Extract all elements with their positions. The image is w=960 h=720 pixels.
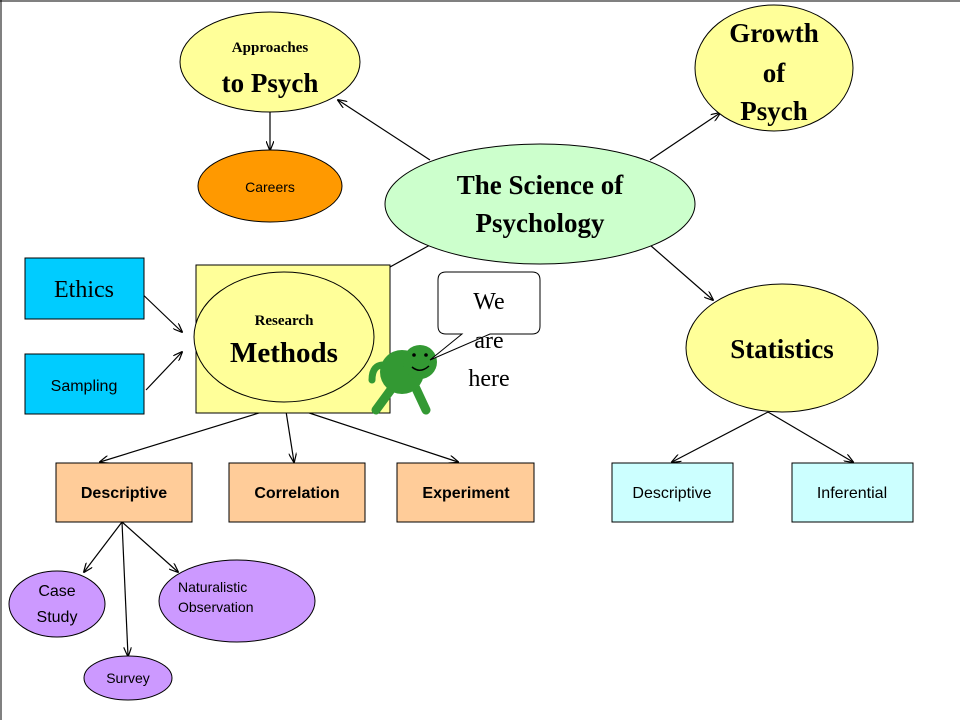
edge-descriptive-casestudy bbox=[84, 521, 123, 572]
survey-label: Survey bbox=[106, 670, 150, 686]
edge-descriptive-naturalistic bbox=[121, 521, 178, 572]
node-stats-inferential[interactable]: Inferential bbox=[791, 462, 914, 523]
method-descriptive-shape bbox=[55, 462, 193, 523]
sampling-label: Sampling bbox=[51, 378, 118, 395]
growth-line3: Psych bbox=[740, 96, 808, 126]
node-center[interactable]: The Science of Psychology bbox=[384, 143, 696, 265]
statistics-label: Statistics bbox=[730, 334, 834, 364]
callout-line1: We bbox=[473, 289, 504, 315]
approaches-line1: Approaches bbox=[232, 40, 309, 56]
callout-bubble bbox=[429, 271, 541, 361]
node-method-correlation[interactable]: Correlation bbox=[228, 462, 366, 523]
growth-line2: of bbox=[763, 58, 787, 88]
ethics-shape bbox=[24, 257, 145, 320]
stats-inferential-shape bbox=[791, 462, 914, 523]
sampling-shape bbox=[24, 353, 145, 415]
node-statistics[interactable]: Statistics bbox=[685, 283, 879, 413]
ethics-label: Ethics bbox=[54, 277, 114, 303]
node-sampling[interactable]: Sampling bbox=[24, 353, 145, 415]
node-growth[interactable]: Growth of Psych bbox=[694, 4, 854, 132]
case-study-line2: Study bbox=[37, 609, 78, 626]
node-case-study[interactable]: Case Study bbox=[8, 570, 106, 638]
method-correlation-shape bbox=[228, 462, 366, 523]
growth-line1: Growth bbox=[729, 18, 819, 48]
callout-line2: are bbox=[474, 328, 503, 354]
case-study-line1: Case bbox=[38, 583, 75, 600]
callout-we-are-here: We are here bbox=[429, 271, 541, 392]
statistics-shape bbox=[685, 283, 879, 413]
edge-research-correlation bbox=[284, 404, 294, 462]
edge-center-statistics bbox=[649, 244, 713, 300]
approaches-shape bbox=[179, 11, 361, 113]
edge-descriptive-survey bbox=[121, 521, 128, 656]
node-approaches[interactable]: Approaches to Psych bbox=[179, 11, 361, 113]
naturalistic-shape bbox=[158, 559, 316, 643]
turtle-head bbox=[403, 345, 437, 379]
research-shape bbox=[193, 271, 375, 403]
stats-descriptive-label: Descriptive bbox=[632, 485, 711, 502]
edge-research-descriptive bbox=[100, 404, 286, 462]
node-method-experiment[interactable]: Experiment bbox=[396, 462, 535, 523]
node-careers[interactable]: Careers bbox=[197, 149, 343, 223]
survey-shape bbox=[83, 655, 173, 701]
center-shape bbox=[384, 143, 696, 265]
edge-statistics-descriptive bbox=[672, 411, 769, 462]
growth-shape bbox=[694, 4, 854, 132]
edge-center-approaches bbox=[338, 100, 431, 161]
research-line1: Research bbox=[255, 313, 315, 329]
careers-label: Careers bbox=[245, 179, 295, 195]
method-descriptive-label: Descriptive bbox=[81, 485, 167, 502]
turtle-mascot-icon bbox=[368, 345, 437, 415]
node-ethics[interactable]: Ethics bbox=[24, 257, 145, 320]
edge-research-experiment bbox=[284, 404, 458, 462]
turtle-eye-left bbox=[412, 353, 416, 357]
approaches-line2: to Psych bbox=[222, 68, 319, 98]
node-research[interactable]: Research Methods bbox=[193, 264, 391, 414]
node-naturalistic[interactable]: Naturalistic Observation bbox=[158, 559, 316, 643]
turtle-eye-right bbox=[424, 353, 428, 357]
callout-line3: here bbox=[468, 366, 509, 392]
edge-statistics-inferential bbox=[767, 411, 853, 462]
research-line2: Methods bbox=[230, 337, 338, 369]
stats-descriptive-shape bbox=[611, 462, 734, 523]
naturalistic-line1: Naturalistic bbox=[178, 579, 247, 595]
turtle-smile bbox=[411, 365, 430, 371]
node-method-descriptive[interactable]: Descriptive bbox=[55, 462, 193, 523]
case-study-shape bbox=[8, 570, 106, 638]
stats-inferential-label: Inferential bbox=[817, 485, 887, 502]
method-experiment-shape bbox=[396, 462, 535, 523]
careers-shape bbox=[197, 149, 343, 223]
center-line2: Psychology bbox=[475, 208, 605, 238]
node-stats-descriptive[interactable]: Descriptive bbox=[611, 462, 734, 523]
naturalistic-line2: Observation bbox=[178, 599, 253, 615]
edge-center-growth bbox=[649, 113, 720, 161]
edge-sampling-research bbox=[145, 352, 182, 391]
method-experiment-label: Experiment bbox=[422, 485, 510, 502]
center-line1: The Science of bbox=[457, 170, 624, 200]
node-survey[interactable]: Survey bbox=[83, 655, 173, 701]
method-correlation-label: Correlation bbox=[254, 485, 339, 502]
